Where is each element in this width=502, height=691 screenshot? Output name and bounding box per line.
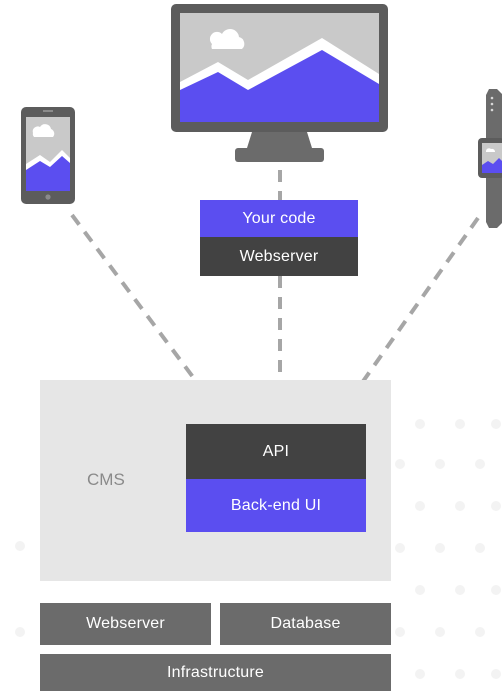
backend-ui-block: Back-end UI bbox=[186, 479, 366, 532]
your-code-block: Your code bbox=[200, 200, 358, 237]
api-block: API bbox=[186, 424, 366, 479]
smartphone-icon bbox=[21, 107, 75, 204]
cms-label: CMS bbox=[87, 470, 125, 489]
monitor-icon bbox=[171, 4, 388, 162]
client-webserver-label: Webserver bbox=[239, 247, 319, 265]
infra-webserver-block: Webserver bbox=[40, 603, 211, 645]
infrastructure-block: Infrastructure bbox=[40, 654, 391, 691]
api-label: API bbox=[262, 442, 290, 460]
dot-pattern bbox=[15, 419, 501, 679]
database-block: Database bbox=[220, 603, 391, 645]
smartwatch-icon bbox=[478, 89, 502, 228]
client-webserver-block: Webserver bbox=[200, 237, 358, 276]
infrastructure-label: Infrastructure bbox=[166, 663, 265, 681]
backend-ui-label: Back-end UI bbox=[230, 496, 322, 514]
your-code-label: Your code bbox=[242, 209, 316, 227]
database-label: Database bbox=[270, 615, 341, 632]
infra-webserver-label: Webserver bbox=[86, 615, 165, 632]
